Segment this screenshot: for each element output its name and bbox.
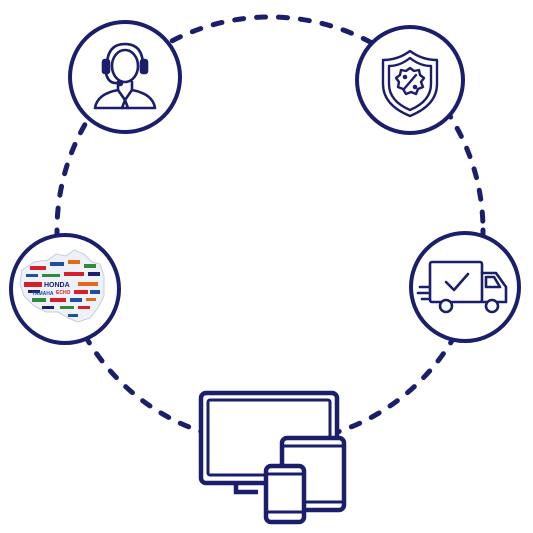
headset-agent-icon [93, 42, 157, 110]
australia-brand-logos-map: HONDA YAMAHA ECHO [19, 249, 105, 323]
multi-device-icon [198, 390, 347, 525]
brands-node: HONDA YAMAHA ECHO [9, 233, 121, 345]
svg-text:ECHO: ECHO [56, 290, 71, 296]
svg-text:YAMAHA: YAMAHA [32, 291, 54, 297]
support-node [68, 20, 182, 134]
svg-text:HONDA: HONDA [44, 282, 70, 289]
delivery-node [409, 231, 521, 343]
discount-node [355, 25, 465, 135]
delivery-truck-check-icon [416, 260, 508, 314]
shield-percent-icon [381, 49, 439, 118]
